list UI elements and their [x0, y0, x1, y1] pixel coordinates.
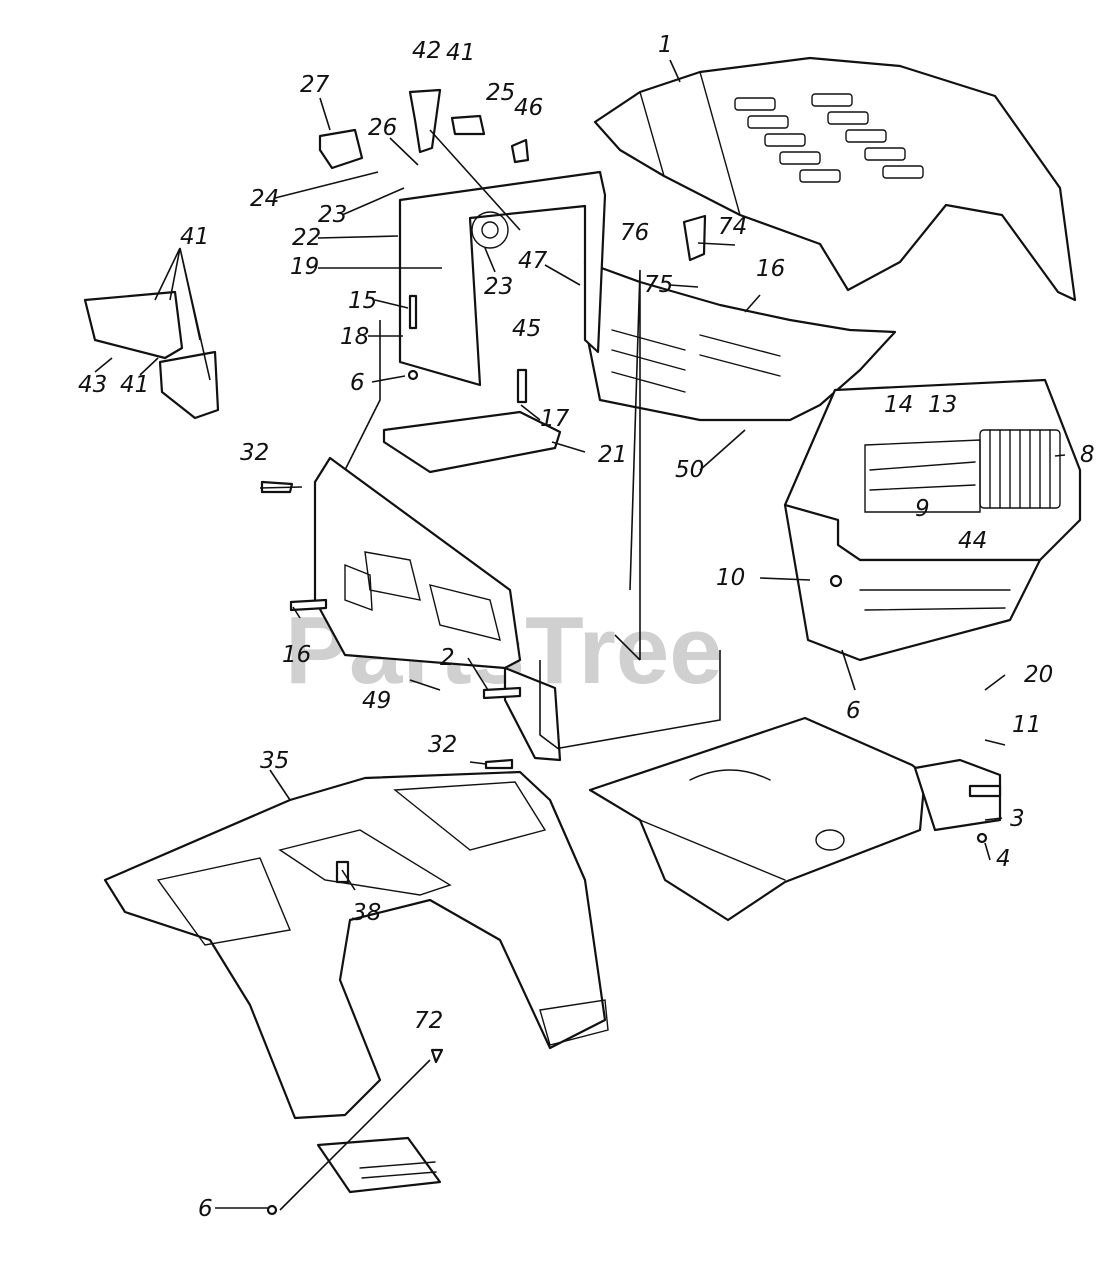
callout-2: 2: [440, 645, 455, 671]
callout-3: 3: [1010, 806, 1025, 832]
chassis-frame-part: [588, 716, 1002, 922]
callout-43: 43: [78, 372, 107, 398]
callout-32-lower: 32: [428, 732, 457, 758]
front-grille-part: [783, 378, 1082, 662]
callout-8: 8: [1080, 442, 1095, 468]
callout-41-lower: 41: [120, 372, 149, 398]
callout-38: 38: [352, 900, 381, 926]
fender-part: [103, 770, 609, 1120]
callout-72: 72: [414, 1008, 443, 1034]
dash-panel-part: [583, 260, 897, 422]
callout-46: 46: [514, 95, 543, 121]
callout-35: 35: [260, 748, 289, 774]
callout-18: 18: [340, 324, 369, 350]
callout-47: 47: [518, 248, 548, 274]
callout-11: 11: [1012, 712, 1041, 738]
callout-20: 20: [1024, 662, 1053, 688]
callout-75: 75: [644, 272, 673, 298]
dash-bracket-part: [398, 170, 607, 387]
callout-labels: 1 42 41 27 25 46 26 24 23 22 23 76 74 47…: [78, 32, 1095, 1222]
callout-24: 24: [250, 186, 279, 212]
callout-45: 45: [512, 316, 541, 342]
callout-17: 17: [540, 406, 570, 432]
callout-50: 50: [675, 457, 704, 483]
hood-part: [593, 56, 1077, 302]
callout-49: 49: [362, 688, 391, 714]
callout-26: 26: [368, 115, 397, 141]
callout-41: 41: [446, 40, 475, 66]
dash-panel-slots: [611, 329, 781, 393]
callout-25: 25: [486, 80, 515, 106]
callout-27: 27: [300, 72, 330, 98]
callout-4: 4: [996, 846, 1011, 872]
callout-10: 10: [716, 565, 745, 591]
callout-44: 44: [958, 528, 987, 554]
callout-16-left: 16: [282, 642, 311, 668]
callout-41-group: 41: [180, 224, 209, 250]
callout-74: 74: [718, 214, 747, 240]
callout-22: 22: [292, 225, 321, 251]
callout-15: 15: [348, 288, 377, 314]
callout-14: 14: [884, 392, 913, 418]
callout-42: 42: [412, 38, 441, 64]
callout-76: 76: [620, 220, 649, 246]
small-parts: [83, 88, 1002, 1216]
callout-32: 32: [240, 440, 269, 466]
callout-6: 6: [350, 370, 365, 396]
callout-6-step: 6: [198, 1196, 213, 1222]
callout-13: 13: [928, 392, 957, 418]
callout-19: 19: [290, 254, 319, 280]
callout-9: 9: [915, 496, 930, 522]
lower-bracket-part: [382, 410, 562, 474]
callout-23-lower: 23: [484, 274, 513, 300]
callout-16: 16: [756, 256, 785, 282]
callout-1: 1: [658, 32, 673, 58]
callout-6-nose: 6: [846, 698, 861, 724]
leader-lines: [94, 59, 1066, 1211]
callout-23: 23: [318, 202, 347, 228]
callout-21: 21: [598, 442, 627, 468]
